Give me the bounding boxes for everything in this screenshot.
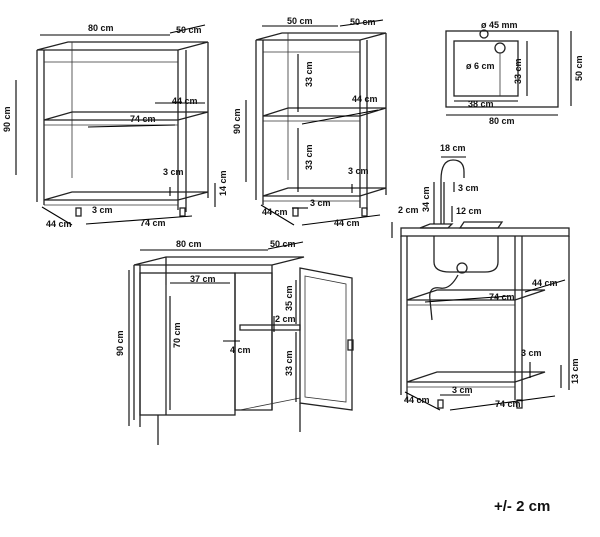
label-narrow-shelf-base-width: 44 cm <box>334 218 360 228</box>
narrow-shelf-drawing <box>255 32 387 217</box>
label-basin-height: 12 cm <box>456 206 482 216</box>
label-spout-reach: 18 cm <box>440 143 466 153</box>
label-open-shelf-width: 80 cm <box>88 23 114 33</box>
label-open-shelf-inner-depth: 44 cm <box>172 96 198 106</box>
open-shelf-dimensions <box>15 24 216 226</box>
label-spout-height: 3 cm <box>458 183 479 193</box>
label-open-shelf-base-depth: 44 cm <box>46 219 72 229</box>
sink-top-view-dimensions <box>446 31 572 116</box>
label-cabinet-height: 90 cm <box>115 330 125 356</box>
label-cabinet-lower-height: 33 cm <box>284 350 294 376</box>
label-cabinet-upper-height: 35 cm <box>284 285 294 311</box>
label-open-shelf-inner-width: 74 cm <box>130 114 156 124</box>
label-basin-depth: 33 cm <box>513 58 523 84</box>
label-narrow-shelf-lower-gap: 33 cm <box>304 144 314 170</box>
label-narrow-shelf-bottom-gap: 3 cm <box>348 166 369 176</box>
label-open-shelf-bottom-gap: 3 cm <box>163 167 184 177</box>
label-tolerance: +/- 2 cm <box>494 498 550 515</box>
label-basin-width: 38 cm <box>468 99 494 109</box>
cabinet-dimensions <box>128 241 304 426</box>
label-narrow-shelf-height: 90 cm <box>232 108 242 134</box>
label-sink-base-depth: 44 cm <box>404 395 430 405</box>
label-narrow-shelf-inner-depth: 44 cm <box>352 94 378 104</box>
label-sink-foot-height: 13 cm <box>570 358 580 384</box>
label-open-shelf-base-width: 74 cm <box>140 218 166 228</box>
label-open-shelf-leg-gap: 3 cm <box>92 205 113 215</box>
label-cabinet-inner-width: 37 cm <box>190 274 216 284</box>
narrow-shelf-dimensions <box>245 19 384 226</box>
label-narrow-shelf-leg-gap: 3 cm <box>310 198 331 208</box>
label-drain-hole: ø 6 cm <box>466 61 495 71</box>
label-cabinet-width: 80 cm <box>176 239 202 249</box>
label-narrow-shelf-depth: 50 cm <box>350 17 376 27</box>
dimension-labels: 80 cm 50 cm 90 cm 44 cm 74 cm 3 cm 3 cm … <box>2 16 584 515</box>
label-top-depth: 50 cm <box>574 55 584 81</box>
label-narrow-shelf-upper-gap: 33 cm <box>304 61 314 87</box>
label-narrow-shelf-base-depth: 44 cm <box>262 207 288 217</box>
label-sink-bottom-gap: 3 cm <box>521 348 542 358</box>
sink-top-view-drawing <box>445 29 559 108</box>
label-cabinet-shelf-inset: 4 cm <box>230 345 251 355</box>
label-cabinet-shelf-thickness: 2 cm <box>275 314 296 324</box>
label-open-shelf-foot-height: 14 cm <box>218 170 228 196</box>
sink-unit-dimensions <box>391 156 566 411</box>
label-open-shelf-height: 90 cm <box>2 106 12 132</box>
label-top-width: 80 cm <box>489 116 515 126</box>
cabinet-drawing <box>133 256 354 445</box>
label-sink-inner-depth: 44 cm <box>532 278 558 288</box>
label-sink-inner-width: 74 cm <box>489 292 515 302</box>
label-narrow-shelf-width: 50 cm <box>287 16 313 26</box>
label-cabinet-inner-height: 70 cm <box>172 322 182 348</box>
label-cabinet-depth: 50 cm <box>270 239 296 249</box>
label-sink-base-width: 74 cm <box>495 399 521 409</box>
label-open-shelf-depth: 50 cm <box>176 25 202 35</box>
label-sink-leg-gap: 3 cm <box>452 385 473 395</box>
label-faucet-hole: ø 45 mm <box>481 20 518 30</box>
sink-unit-drawing <box>400 159 570 409</box>
label-faucet-height: 34 cm <box>421 186 431 212</box>
label-top-thickness: 2 cm <box>398 205 419 215</box>
open-shelf-drawing <box>36 41 209 217</box>
